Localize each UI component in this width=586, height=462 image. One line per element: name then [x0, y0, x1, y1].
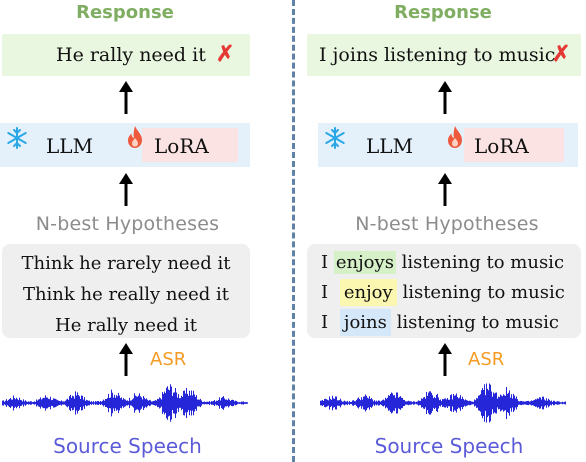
left-source-title: Source Speech	[53, 434, 202, 458]
left-arrow-to-llm	[119, 173, 133, 206]
left-response-box: He rally need it ✗	[2, 34, 250, 76]
hypothesis-prefix: I	[321, 312, 329, 333]
fire-icon	[448, 126, 462, 148]
hypothesis-highlight-word: enjoy	[339, 279, 397, 306]
left-hypothesis-1: Think he rarely need it	[21, 253, 231, 274]
right-arrow-to-response	[438, 81, 452, 114]
hypothesis-prefix: I	[321, 282, 329, 303]
right-lora-box: LoRA	[464, 128, 564, 162]
snowflake-icon	[7, 127, 27, 149]
right-arrow-to-hypotheses	[438, 343, 452, 376]
hypothesis-suffix: listening to music	[401, 252, 565, 273]
right-hypothesis-1: I enjoys listening to music	[321, 251, 565, 274]
fire-icon	[128, 126, 142, 148]
cross-icon: ✗	[552, 41, 571, 66]
right-llm-label: LLM	[366, 134, 414, 158]
left-arrow-to-response	[119, 81, 133, 114]
left-nbest-title: N-best Hypotheses	[35, 213, 220, 235]
hypothesis-highlight-word: enjoys	[333, 251, 396, 274]
cross-icon: ✗	[216, 41, 235, 66]
left-asr-label: ASR	[150, 349, 187, 370]
left-llm-box: LLM LoRA	[0, 123, 250, 167]
left-response-text: He rally need it	[56, 44, 206, 66]
left-waveform	[2, 384, 248, 422]
hypothesis-suffix: listening to music	[396, 312, 559, 333]
left-lora-box: LoRA	[142, 128, 238, 162]
right-response-text: I joins listening to music	[319, 44, 556, 66]
right-hypothesis-3: I joins listening to music	[321, 309, 559, 336]
hypothesis-prefix: I	[321, 252, 329, 273]
panel-divider	[292, 0, 295, 462]
right-waveform	[320, 383, 566, 423]
left-hypothesis-2: Think he really need it	[22, 284, 230, 305]
left-response-title: Response	[76, 2, 174, 23]
right-hypothesis-2: I enjoy listening to music	[321, 279, 565, 306]
left-llm-label: LLM	[46, 134, 94, 158]
right-llm-box: LLM LoRA	[318, 123, 578, 167]
hypothesis-highlight-word: joins	[339, 309, 391, 336]
hypothesis-suffix: listening to music	[402, 282, 565, 303]
left-lora-label: LoRA	[154, 134, 209, 158]
right-response-title: Response	[394, 2, 492, 23]
left-hypotheses-box: Think he rarely need it Think he really …	[2, 244, 250, 338]
right-hypotheses-box: I enjoys listening to music I enjoy list…	[307, 244, 581, 338]
right-asr-label: ASR	[468, 349, 505, 370]
right-source-title: Source Speech	[374, 434, 524, 458]
left-hypothesis-3: He rally need it	[55, 315, 197, 336]
right-lora-label: LoRA	[474, 134, 529, 158]
right-arrow-to-llm	[438, 173, 452, 206]
right-response-box: I joins listening to music ✗	[307, 34, 581, 76]
left-arrow-to-hypotheses	[119, 343, 133, 376]
snowflake-icon	[325, 127, 345, 149]
right-nbest-title: N-best Hypotheses	[355, 213, 539, 235]
